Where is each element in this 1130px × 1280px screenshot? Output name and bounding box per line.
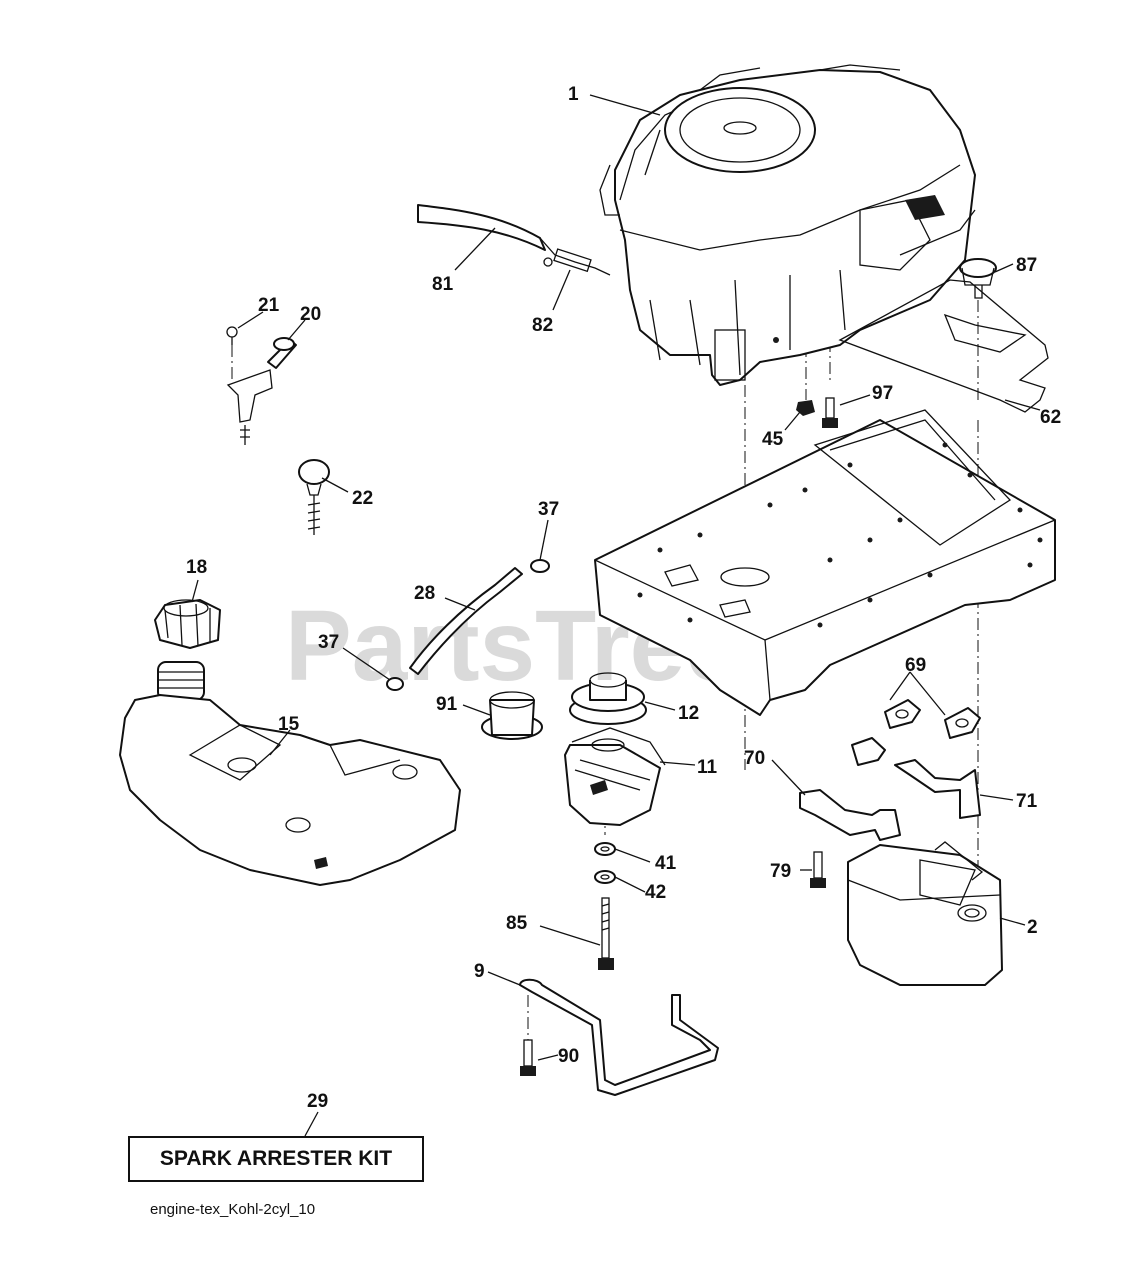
knob-87 [959,258,997,299]
heat-shield-62 [838,279,1049,413]
callout-71: 71 [1016,791,1038,812]
callout-62: 62 [1040,407,1061,428]
diagram-code: engine-tex_Kohl-2cyl_10 [150,1201,316,1218]
callout-69: 69 [905,655,926,676]
washers-41-42 [594,842,616,884]
callout-29: 29 [307,1091,328,1112]
engine [599,64,976,386]
knob-screw-22 [298,459,330,535]
fasteners-45-97 [796,397,838,428]
callout-82: 82 [532,315,553,336]
muffler-2 [847,841,1003,986]
spark-arrester-kit-box: SPARK ARRESTER KIT [128,1136,424,1182]
callout-28: 28 [414,583,435,604]
callout-85: 85 [506,913,528,934]
callout-42: 42 [645,882,666,903]
callout-12: 12 [678,703,699,724]
frame [594,409,1056,716]
pulley-12 [569,672,647,725]
fuel-line-81 [417,204,611,276]
callout-labels: 1 81 82 87 62 97 45 21 20 22 37 28 37 18… [186,84,1061,1112]
bolt-79 [810,851,826,888]
callout-70: 70 [744,748,765,769]
spacer-91 [481,691,543,740]
callout-9: 9 [474,961,485,982]
callout-2: 2 [1027,917,1038,938]
callout-87: 87 [1016,255,1037,276]
gaskets-69 [884,699,981,739]
callout-37-upper: 37 [538,499,559,520]
callout-91: 91 [436,694,458,715]
callout-20: 20 [300,304,321,325]
callout-81: 81 [432,274,454,295]
callout-1: 1 [568,84,579,105]
callout-37-lower: 37 [318,632,339,653]
callout-11: 11 [697,757,718,778]
bracket-rod-9 [519,978,719,1096]
fuel-cap-18 [154,599,221,649]
bolt-85 [598,897,614,970]
callout-97: 97 [872,383,893,404]
fuel-tank-15 [119,661,461,886]
callout-15: 15 [278,714,300,735]
callout-90: 90 [558,1046,579,1067]
exhaust-pipes-70-71 [799,737,981,841]
leader-lines [191,94,1041,1137]
throttle-control-20 [226,326,297,445]
spark-arrester-kit-label: SPARK ARRESTER KIT [159,1147,393,1170]
callout-79: 79 [770,861,791,882]
callout-45: 45 [762,429,784,450]
callout-41: 41 [655,853,677,874]
callout-22: 22 [352,488,373,509]
callout-21: 21 [258,295,280,316]
callout-18: 18 [186,557,207,578]
bolt-90 [520,1039,536,1076]
pto-clutch-11 [564,727,666,826]
